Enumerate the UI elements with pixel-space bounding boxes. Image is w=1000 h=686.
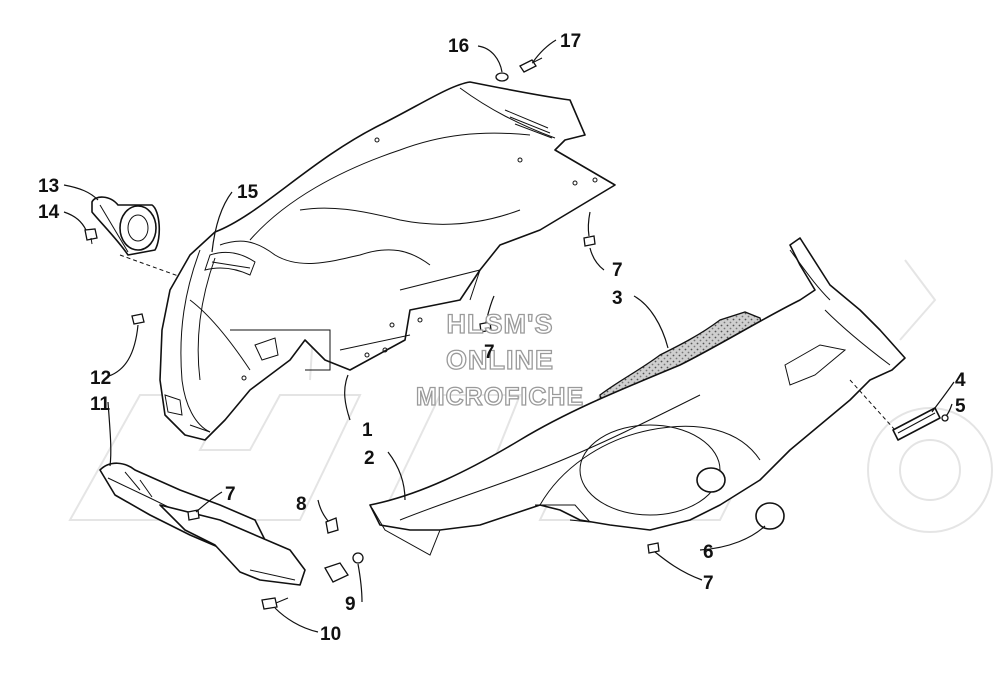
leader-lines	[63, 39, 955, 633]
side-pan-part-2	[369, 237, 906, 556]
plug-part-6	[696, 467, 785, 530]
callout-9: 9	[345, 594, 356, 615]
clip-part-8	[325, 517, 339, 534]
watermark-line-1: HLSM'S	[447, 309, 554, 339]
washer-part-16	[495, 72, 509, 82]
callout-6: 6	[703, 542, 714, 563]
callout-11: 11	[90, 394, 111, 415]
callout-15: 15	[237, 182, 259, 203]
callout-2: 2	[364, 448, 375, 469]
front-panel-part-11	[99, 462, 306, 586]
callout-16: 16	[448, 36, 469, 57]
callout-10: 10	[320, 624, 341, 645]
callout-14: 14	[38, 202, 60, 223]
screw-part-5	[941, 414, 949, 422]
screw-part-14	[84, 228, 98, 245]
watermark-line-2: ONLINE	[446, 345, 554, 375]
callout-1: 1	[362, 420, 373, 441]
callout-3: 3	[612, 288, 623, 309]
belly-pan-part-1	[159, 81, 616, 441]
bolt-part-10	[261, 597, 289, 610]
callout-7-left: 7	[225, 484, 236, 505]
screw-part-7	[187, 235, 660, 554]
boot-part-13	[91, 196, 161, 256]
callout-7-top-right: 7	[612, 260, 623, 281]
callout-17: 17	[560, 31, 581, 52]
watermark-line-3: MICROFICHE	[416, 383, 584, 411]
callout-5: 5	[955, 396, 966, 417]
callout-7-bottom: 7	[703, 573, 714, 594]
screw-part-12	[131, 313, 145, 325]
callout-13: 13	[38, 176, 59, 197]
insulation-part-15	[204, 251, 256, 276]
hlsm-watermark: HLSM'S ONLINE MICROFICHE	[415, 308, 584, 411]
callout-4: 4	[955, 370, 966, 391]
reflector-part-4	[892, 407, 941, 441]
screw-part-17	[519, 57, 543, 73]
callout-8: 8	[296, 494, 307, 515]
callout-labels: 1 2 3 4 5 6 7 7 7 7 8 9 10 11 12 13 14 1…	[38, 31, 966, 645]
callout-12: 12	[90, 368, 111, 389]
washer-part-9	[324, 552, 364, 583]
callout-7-center: 7	[484, 342, 495, 363]
